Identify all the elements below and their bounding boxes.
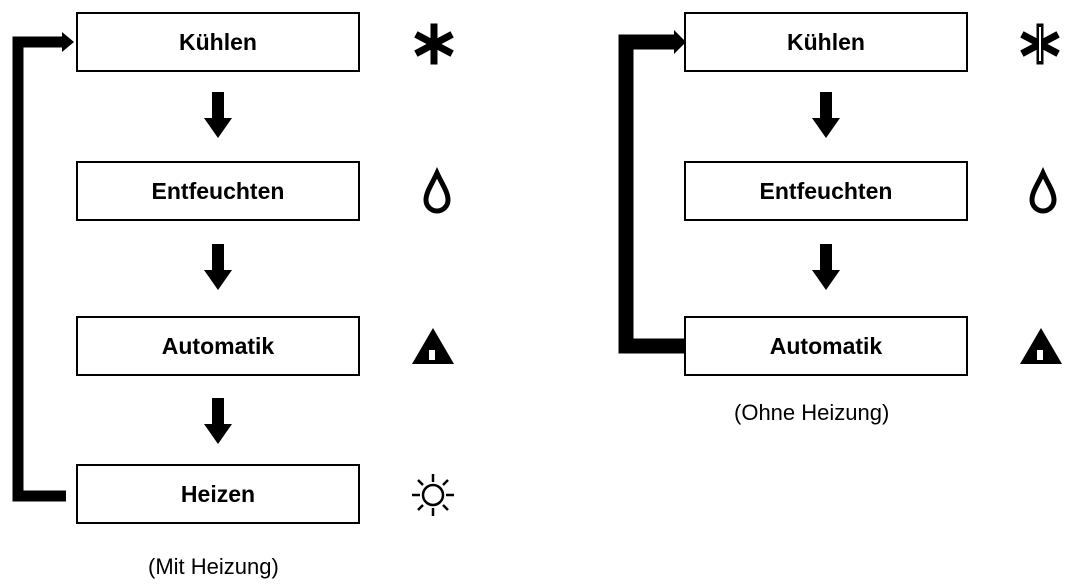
mode-box-entfeuchten: Entfeuchten: [76, 161, 360, 221]
auto-triangle-icon: [1020, 328, 1062, 364]
down-arrow-icon: [812, 244, 840, 290]
mode-label: Automatik: [161, 332, 275, 359]
down-arrow-icon: [812, 92, 840, 138]
sun-icon: [412, 474, 454, 516]
mode-box-automatik: Automatik: [76, 316, 360, 376]
down-arrow-icon: [204, 244, 232, 290]
snowflake-icon: [414, 23, 454, 65]
water-drop-icon: [423, 166, 451, 214]
mode-box-kuehlen: Kühlen: [684, 12, 968, 72]
mode-label: Automatik: [769, 332, 883, 359]
loop-back-arrow: [618, 30, 686, 354]
down-arrow-icon: [204, 92, 232, 138]
down-arrow-icon: [204, 398, 232, 444]
mode-label: Heizen: [180, 480, 256, 507]
mode-label: Kühlen: [787, 28, 865, 55]
diagram-caption: (Mit Heizung): [148, 554, 279, 579]
snowflake-icon: [1020, 23, 1060, 65]
mode-box-automatik: Automatik: [684, 316, 968, 376]
mode-box-entfeuchten: Entfeuchten: [684, 161, 968, 221]
water-drop-icon: [1029, 166, 1057, 214]
mode-box-kuehlen: Kühlen: [76, 12, 360, 72]
mode-label: Kühlen: [179, 28, 257, 55]
loop-back-arrow: [12, 32, 74, 502]
diagram-caption: (Ohne Heizung): [734, 400, 890, 425]
mode-box-heizen: Heizen: [76, 464, 360, 524]
mode-label: Entfeuchten: [151, 177, 285, 204]
mode-label: Entfeuchten: [759, 177, 893, 204]
auto-triangle-icon: [412, 328, 454, 364]
